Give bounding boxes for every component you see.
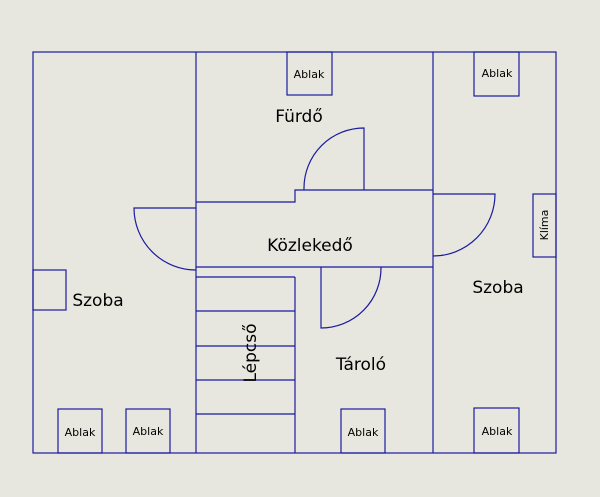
room-label-storage: Tároló — [335, 355, 386, 375]
room-label-left-room: Szoba — [72, 291, 123, 311]
door-storage — [320, 266, 382, 329]
door-bathroom — [303, 127, 365, 190]
window-right-room-top — [473, 51, 520, 97]
ac-unit-label: Klíma — [538, 210, 551, 241]
room-label-bathroom: Fürdő — [275, 107, 323, 127]
window-bathroom-label: Ablak — [294, 68, 325, 81]
door-left-room — [133, 207, 197, 271]
window-bathroom — [286, 51, 333, 96]
window-right-room-bottom — [473, 407, 520, 454]
window-storage — [340, 408, 386, 454]
window-left-room-2-label: Ablak — [133, 425, 164, 438]
window-left-room-1 — [57, 408, 103, 454]
window-right-room-bottom-label: Ablak — [482, 425, 513, 438]
staircase-treads — [196, 276, 295, 415]
ac-unit — [532, 193, 557, 258]
window-right-room-top-label: Ablak — [482, 67, 513, 80]
window-storage-label: Ablak — [348, 426, 379, 439]
room-label-staircase: Lépcső — [241, 323, 261, 382]
window-left-room-2 — [125, 408, 171, 454]
window-left-room-1-label: Ablak — [65, 426, 96, 439]
room-label-right-room: Szoba — [472, 278, 523, 298]
wall-bathroom-hallway — [196, 189, 433, 203]
cabinet-left-room — [32, 269, 67, 311]
door-right-room — [432, 193, 496, 257]
room-label-hallway: Közlekedő — [267, 236, 353, 256]
